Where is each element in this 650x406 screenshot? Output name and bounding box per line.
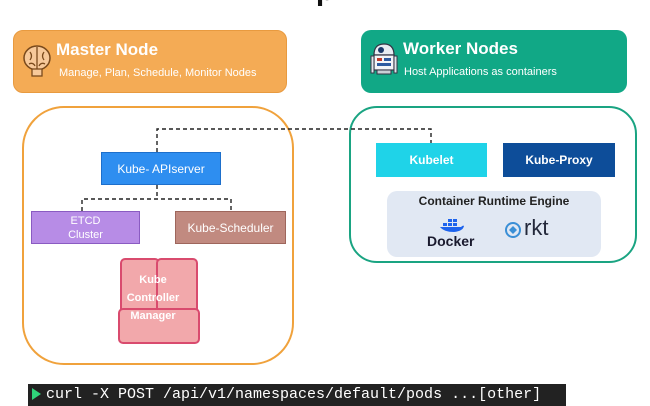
page-title: p [255,0,395,6]
controller-label-line2: Controller [126,292,180,304]
controller-label-line3: Manager [130,310,176,322]
etcd-label: ETCD [70,214,101,227]
container-runtime-engine: Container Runtime Engine Docker rkt [387,191,601,257]
kube-controller-manager: Kube Controller Manager [118,258,200,344]
master-node-card: Master Node Manage, Plan, Schedule, Moni… [13,30,287,93]
kube-scheduler-box: Kube-Scheduler [175,211,286,244]
master-node-subtitle: Manage, Plan, Schedule, Monitor Nodes [59,67,257,79]
controller-block-bottom [118,308,200,344]
rkt-icon [505,222,521,238]
prompt-caret-icon [32,388,41,400]
controller-label: Kube Controller Manager [118,271,188,325]
apiserver-to-components-connector [81,185,232,211]
worker-nodes-card: Worker Nodes Host Applications as contai… [361,30,627,93]
controller-label-line1: Kube [139,274,167,286]
rkt-label: rkt [524,215,549,240]
terminal-command-bar: curl -X POST /api/v1/namespaces/default/… [28,384,566,406]
kube-apiserver-box: Kube- APIserver [101,152,221,185]
master-node-title: Master Node [56,40,159,59]
robot-icon [370,43,398,75]
controller-block-left [120,258,160,314]
worker-node-frame [349,106,637,263]
controller-block-right [156,258,198,314]
kubelet-box: Kubelet [376,143,487,177]
docker-icon [440,219,464,232]
brain-icon [23,45,51,77]
docker-label: Docker [427,233,475,249]
worker-nodes-subtitle: Host Applications as containers [404,66,557,78]
worker-nodes-title: Worker Nodes [403,39,518,58]
runtime-title: Container Runtime Engine [418,194,570,208]
terminal-command-text: curl -X POST /api/v1/namespaces/default/… [46,386,542,403]
apiserver-to-kubelet-connector [156,128,432,152]
kube-proxy-box: Kube-Proxy [503,143,615,177]
master-node-frame [22,106,294,365]
etcd-cluster-label: Cluster [68,228,103,241]
etcd-cluster-box: ETCD Cluster [31,211,140,244]
